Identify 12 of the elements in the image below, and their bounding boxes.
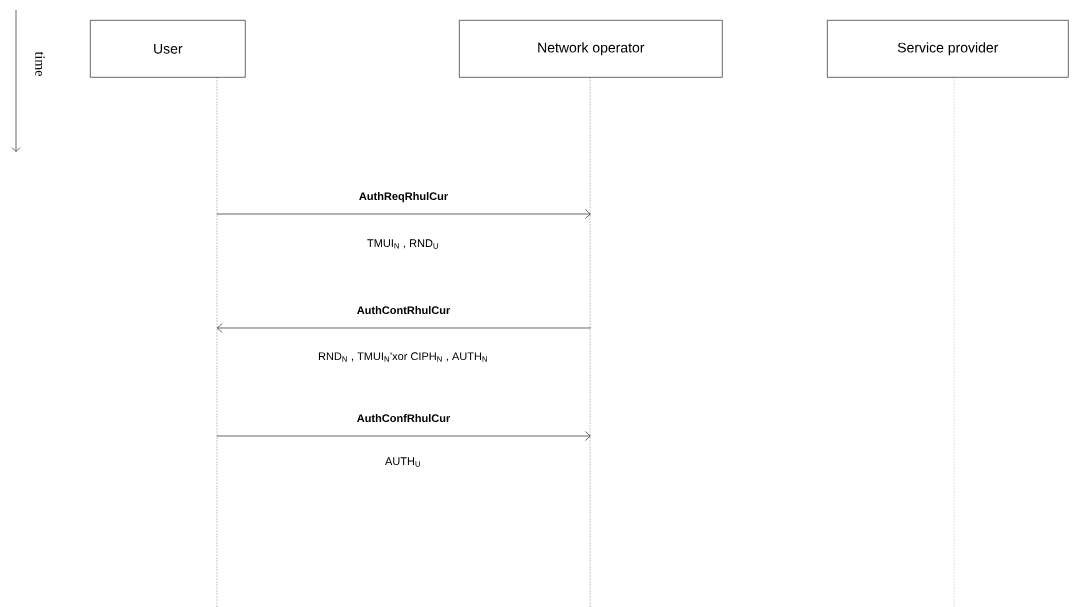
message-arrow xyxy=(216,209,591,219)
edge-label: AuthReqRhulCur xyxy=(357,191,450,204)
message-arrow xyxy=(216,431,591,441)
message-parameters: TMUI$_{N}$ , RND$_{U}$ xyxy=(367,239,438,249)
edge-label: AuthContRhulCur xyxy=(355,305,452,316)
message-arrow xyxy=(216,323,592,333)
message-parameters: RND$_{N}$ , TMUI$_{N}$'xor CIPH$_{N}$ , AUTH$_{N}$ xyxy=(318,352,487,362)
edge-label: AuthConfRhulCur xyxy=(355,413,452,424)
participant-lifeline: Service provider xyxy=(827,20,1069,607)
axis-label: time xyxy=(35,51,45,76)
participant-lifeline: User xyxy=(90,20,246,607)
message-parameters: AUTH$_{U}$ xyxy=(385,457,420,467)
